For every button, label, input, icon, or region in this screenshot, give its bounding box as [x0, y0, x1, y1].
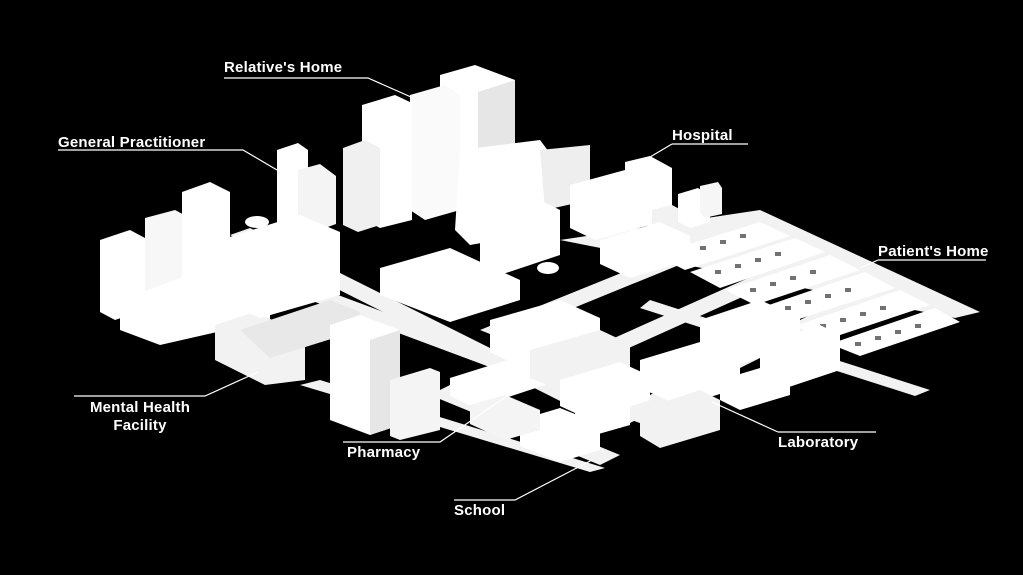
left-cluster — [100, 182, 360, 385]
laboratory-cluster — [640, 300, 840, 448]
hospital-cluster — [570, 156, 722, 278]
central-cluster — [330, 200, 650, 440]
gp-cluster — [245, 143, 336, 234]
label-hospital: Hospital — [672, 127, 733, 144]
label-relatives-home: Relative's Home — [224, 59, 343, 76]
label-laboratory: Laboratory — [778, 434, 859, 451]
leader-lines — [58, 77, 986, 501]
label-school: School — [454, 502, 506, 519]
label-general-practitioner: General Practitioner — [58, 134, 206, 151]
downtown-towers — [343, 65, 590, 245]
label-mental-health-line2: Facility — [113, 417, 167, 434]
school-cluster — [470, 380, 630, 462]
residential-house-shadows — [680, 234, 921, 346]
label-pharmacy: Pharmacy — [347, 444, 421, 461]
label-mental-health-line1: Mental Health — [89, 399, 191, 416]
label-patients-home: Patient's Home — [878, 243, 989, 260]
